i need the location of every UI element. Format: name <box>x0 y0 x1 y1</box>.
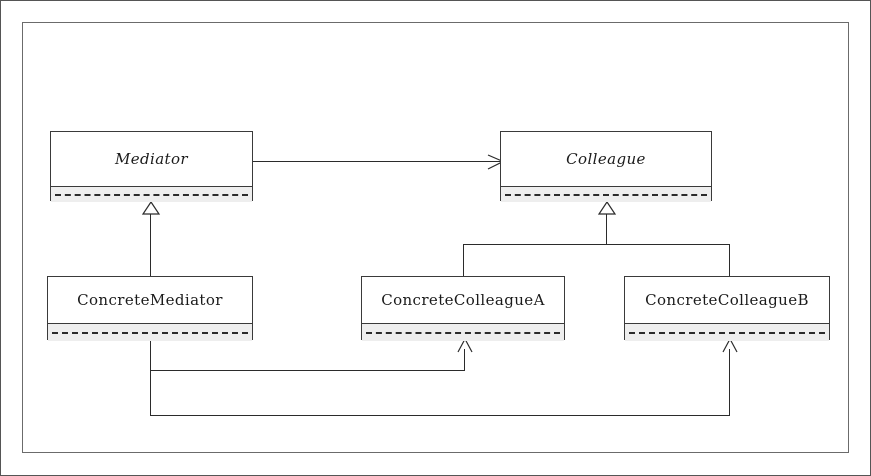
association-cm-colleague-a-run <box>150 370 465 371</box>
class-members-mediator <box>51 186 252 202</box>
generalization-concretemediator-mediator-triangle <box>141 200 161 215</box>
association-cm-colleague-b-run <box>150 415 730 416</box>
class-name-concrete-colleague-b: ConcreteColleagueB <box>645 291 809 309</box>
empty-members-rule <box>505 193 707 196</box>
association-cm-colleague-b-riser <box>729 349 730 416</box>
generalization-concretemediator-mediator-line <box>150 213 151 276</box>
class-members-concrete-colleague-a <box>362 323 564 341</box>
class-box-mediator[interactable]: Mediator <box>50 131 253 202</box>
diagram-canvas: Mediator Colleague ConcreteMediator Conc… <box>22 22 849 453</box>
association-cm-colleague-a-riser <box>464 349 465 371</box>
class-box-concrete-colleague-b[interactable]: ConcreteColleagueB <box>624 276 830 341</box>
class-box-concrete-mediator[interactable]: ConcreteMediator <box>47 276 253 341</box>
association-cm-colleague-b-stem <box>150 340 151 415</box>
empty-members-rule <box>52 331 248 334</box>
class-name-concrete-colleague-a: ConcreteColleagueA <box>381 291 545 309</box>
generalization-colleague-a-drop <box>463 244 464 276</box>
generalization-colleague-stem <box>606 213 607 245</box>
class-name-colleague: Colleague <box>566 150 646 168</box>
class-name-concrete-mediator: ConcreteMediator <box>77 291 223 309</box>
class-members-concrete-mediator <box>48 323 252 341</box>
generalization-colleague-bus <box>463 244 730 245</box>
class-name-mediator: Mediator <box>114 150 188 168</box>
association-mediator-colleague-line <box>253 161 500 162</box>
generalization-colleague-b-drop <box>729 244 730 276</box>
class-box-colleague[interactable]: Colleague <box>500 131 712 202</box>
empty-members-rule <box>366 331 560 334</box>
empty-members-rule <box>629 331 825 334</box>
class-members-colleague <box>501 186 711 202</box>
class-members-concrete-colleague-b <box>625 323 829 341</box>
empty-members-rule <box>55 193 248 196</box>
generalization-colleague-triangle <box>597 200 617 215</box>
class-box-concrete-colleague-a[interactable]: ConcreteColleagueA <box>361 276 565 341</box>
